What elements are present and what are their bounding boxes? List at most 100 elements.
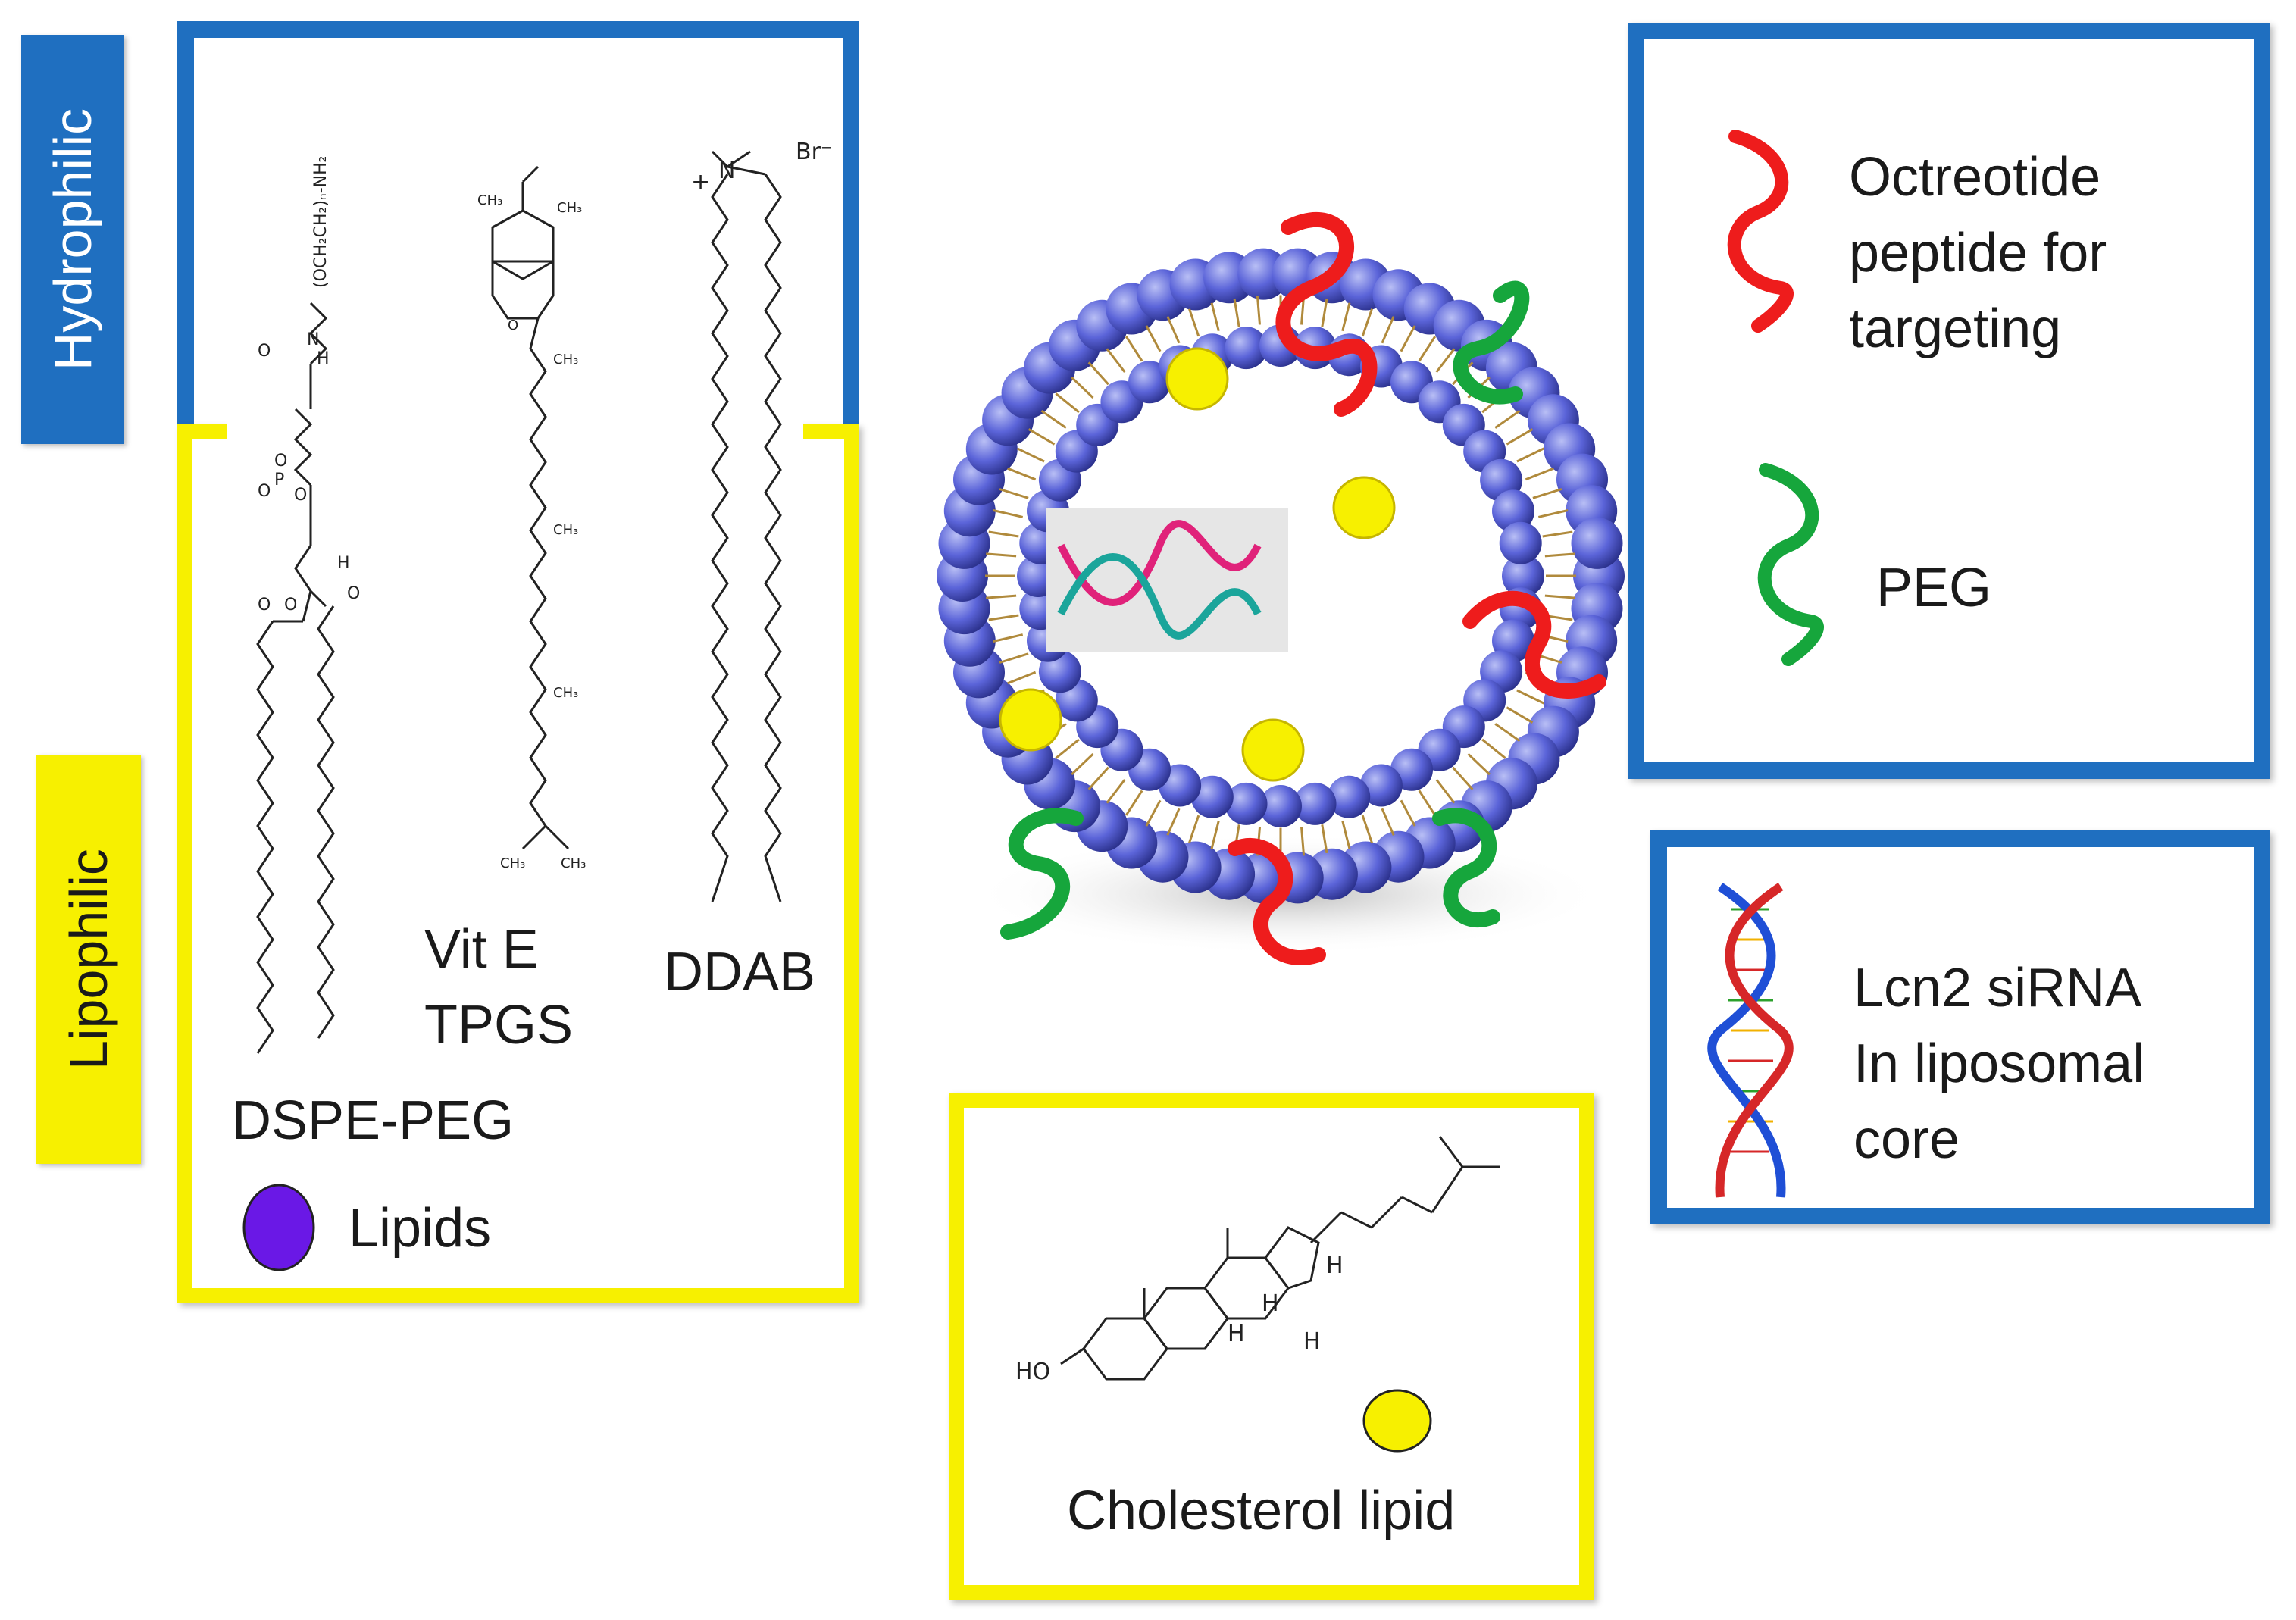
lipid-tail bbox=[1210, 820, 1220, 849]
lipid-tail bbox=[1525, 467, 1554, 481]
lipid-head bbox=[1225, 327, 1268, 370]
lipid-tail bbox=[993, 633, 1024, 643]
lipid-tail bbox=[1341, 302, 1351, 332]
lipid-tail bbox=[1467, 753, 1491, 776]
lipid-head bbox=[1502, 555, 1544, 597]
lipid-tail bbox=[988, 614, 1019, 621]
lipid-tail bbox=[1361, 815, 1373, 843]
ddab-charge: + bbox=[691, 169, 710, 195]
lipid-tail bbox=[1435, 779, 1456, 804]
lipid-tail bbox=[1166, 808, 1181, 836]
lipid-tail bbox=[1418, 790, 1437, 816]
lipid-tail bbox=[1321, 298, 1328, 327]
cholesterol-h-4: H bbox=[1326, 1253, 1344, 1279]
cholesterol-h-3: H bbox=[1303, 1328, 1321, 1355]
lipid-tail bbox=[1506, 428, 1534, 446]
svg-text:P: P bbox=[274, 471, 284, 489]
svg-text:O: O bbox=[294, 486, 307, 505]
svg-text:CH₃: CH₃ bbox=[553, 522, 578, 538]
targeting-panel bbox=[1628, 23, 2270, 779]
lipid-tail bbox=[1145, 799, 1162, 827]
lipid-tail bbox=[1256, 296, 1261, 325]
lipid-tail bbox=[1071, 376, 1094, 399]
svg-text:H: H bbox=[337, 554, 350, 573]
lipid-tail bbox=[1210, 302, 1220, 332]
lipid-tail bbox=[1418, 336, 1437, 362]
lipid-tail bbox=[1516, 447, 1545, 463]
lipid-tail bbox=[999, 652, 1029, 664]
lipid-tail bbox=[1106, 348, 1126, 373]
lipid-tail bbox=[988, 530, 1019, 538]
lipid-tail bbox=[986, 552, 1017, 558]
lipid-tail bbox=[1494, 409, 1521, 429]
octreotide-label-line1: Octreotide bbox=[1849, 147, 2101, 208]
svg-text:O: O bbox=[284, 596, 297, 615]
lipid-head bbox=[1225, 782, 1268, 825]
svg-text:CH₃: CH₃ bbox=[500, 855, 525, 871]
lipid-head bbox=[1293, 782, 1337, 825]
lipid-tail bbox=[986, 594, 1017, 599]
lipid-head bbox=[1359, 764, 1403, 807]
lipid-tail bbox=[1537, 509, 1569, 518]
svg-text:CH₃: CH₃ bbox=[557, 200, 582, 216]
liposome-illustration bbox=[937, 211, 1625, 965]
lipid-tail bbox=[1125, 790, 1143, 816]
vit-e-label-line2: TPGS bbox=[424, 995, 574, 1056]
dna-helix-icon bbox=[1707, 883, 1794, 1198]
lipid-tail bbox=[1055, 392, 1080, 414]
lipid-head bbox=[1571, 517, 1623, 569]
lipid-tail bbox=[1544, 594, 1575, 599]
lipophilic-frame bbox=[177, 424, 859, 1303]
lipid-tail bbox=[1166, 316, 1181, 344]
lipid-tail bbox=[1188, 815, 1200, 843]
lipophilic-tag: Lipophilic bbox=[36, 755, 141, 1164]
lipid-tail bbox=[1516, 689, 1545, 705]
svg-text:N: N bbox=[307, 330, 319, 349]
lipid-tail bbox=[1145, 325, 1162, 352]
lipid-tail bbox=[1506, 706, 1534, 724]
hydrophilic-frame bbox=[177, 21, 859, 446]
dspe-headgroup-text: (OCH₂CH₂)ₙ-NH₂ bbox=[311, 156, 330, 288]
lipid-tail bbox=[1087, 766, 1109, 790]
ddab-counterion: Br⁻ bbox=[796, 139, 833, 165]
peg-green-wave-icon bbox=[1757, 463, 1824, 666]
lipid-tail bbox=[1300, 296, 1306, 325]
lipid-head bbox=[1328, 775, 1371, 818]
dspe-peg-label: DSPE-PEG bbox=[232, 1090, 515, 1151]
svg-text:CH₃: CH₃ bbox=[477, 192, 502, 208]
lipid-tail bbox=[1040, 409, 1067, 429]
lipid-tail bbox=[1300, 827, 1306, 856]
lipid-tail bbox=[1125, 336, 1143, 362]
ddab-structure: + N Br⁻ bbox=[691, 139, 833, 902]
svg-text:O: O bbox=[258, 482, 271, 501]
lipid-tail bbox=[1400, 799, 1416, 827]
lipid-legend-label: Lipids bbox=[349, 1198, 492, 1259]
lipid-tail bbox=[1321, 824, 1328, 854]
lipid-tail bbox=[1106, 779, 1126, 804]
lipid-tail bbox=[1400, 325, 1416, 352]
vitamin-e-tpgs-structure: CH₃ CH₃ O CH₃ CH₃ CH₃ CH₃ CH₃ bbox=[477, 165, 586, 871]
lipid-tail bbox=[1071, 753, 1094, 776]
svg-text:O: O bbox=[347, 584, 360, 603]
lipid-tail bbox=[1361, 308, 1373, 337]
lipid-tail bbox=[993, 509, 1024, 518]
octreotide-label-line3: targeting bbox=[1849, 299, 2062, 359]
cholesterol-label: Cholesterol lipid bbox=[1067, 1481, 1456, 1541]
svg-text:CH₃: CH₃ bbox=[561, 855, 586, 871]
lipid-head bbox=[1259, 785, 1302, 827]
cholesterol-h-1: H bbox=[1228, 1321, 1245, 1347]
lipid-tail bbox=[1381, 316, 1395, 344]
lipid-legend-icon bbox=[242, 1184, 315, 1271]
lipid-tail bbox=[1028, 428, 1056, 446]
lipid-tail bbox=[1542, 530, 1573, 538]
lipid-tail bbox=[999, 488, 1029, 499]
cholesterol-h-2: H bbox=[1262, 1290, 1279, 1317]
lipid-tail bbox=[1481, 738, 1506, 759]
cholesterol-structure: HO H H H H bbox=[1015, 1136, 1500, 1385]
svg-text:H: H bbox=[317, 349, 330, 368]
cholesterol-legend-icon bbox=[1362, 1389, 1432, 1453]
sirna-label-line3: core bbox=[1853, 1109, 1960, 1170]
octreotide-red-wave-icon bbox=[1727, 130, 1794, 333]
dspe-peg-structure: O O O H O P O O O N H (OCH₂CH₂)ₙ-NH₂ bbox=[256, 156, 360, 1054]
lipid-tail bbox=[1087, 361, 1109, 386]
